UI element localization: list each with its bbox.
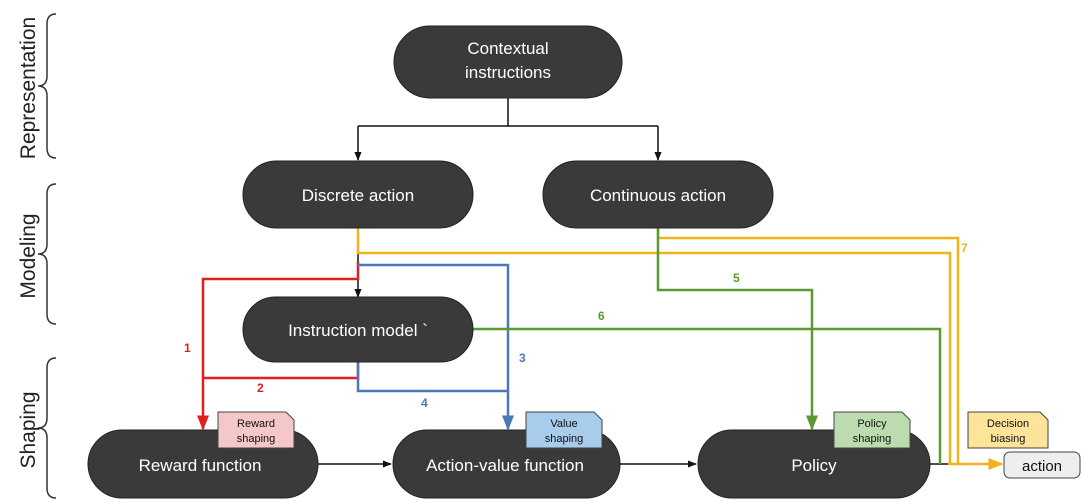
path-number-4: 4 <box>421 396 428 410</box>
path-number-1: 1 <box>184 341 191 355</box>
path-number-3: 3 <box>519 351 526 365</box>
section-label-shaping: Shaping <box>17 391 40 468</box>
path-number-7: 7 <box>961 241 968 255</box>
edge-contextual-to-split <box>358 98 658 127</box>
tag-value-shaping-line1: Value <box>550 418 577 430</box>
tag-reward-shaping: Reward shaping <box>217 411 295 449</box>
tag-reward-shaping-line2: shaping <box>237 433 276 445</box>
node-contextual-line2: instructions <box>465 63 551 82</box>
node-policy-label: Policy <box>791 456 837 475</box>
path-2 <box>203 362 360 380</box>
path-7-from-continuous <box>656 228 960 463</box>
node-continuous-action: Continuous action <box>542 160 774 229</box>
node-instruction-model: Instruction model ` <box>242 296 474 363</box>
path-4 <box>356 362 508 393</box>
path-3 <box>358 263 514 431</box>
tag-value-shaping-line2: shaping <box>545 433 584 445</box>
brace-shaping <box>37 357 57 499</box>
tag-value-shaping: Value shaping <box>525 411 603 449</box>
tag-decision-biasing-line1: Decision <box>987 418 1029 430</box>
path-5 <box>656 228 818 431</box>
brace-modeling <box>37 183 57 325</box>
path-7-from-discrete <box>356 228 952 463</box>
node-action-output: action <box>1003 451 1081 479</box>
path-number-6: 6 <box>598 309 605 323</box>
node-discrete-action: Discrete action <box>242 160 474 229</box>
path-number-2: 2 <box>257 381 264 395</box>
node-discrete-label: Discrete action <box>302 186 414 205</box>
path-1 <box>197 262 360 431</box>
tag-policy-shaping: Policy shaping <box>833 411 911 449</box>
path-number-5: 5 <box>733 271 740 285</box>
node-continuous-label: Continuous action <box>590 186 726 205</box>
path-6 <box>472 327 942 464</box>
node-contextual-line1: Contextual <box>467 39 548 58</box>
tag-decision-biasing-line2: biasing <box>991 433 1026 445</box>
tag-policy-shaping-line2: shaping <box>853 433 892 445</box>
section-label-representation: Representation <box>17 17 40 159</box>
tag-decision-biasing: Decision biasing <box>967 411 1049 449</box>
node-contextual-instructions: Contextual instructions <box>393 25 623 99</box>
tag-reward-shaping-line1: Reward <box>237 418 275 430</box>
section-braces <box>37 13 57 499</box>
node-action-value-label: Action-value function <box>426 456 584 475</box>
node-instruction-model-label: Instruction model ` <box>288 321 428 340</box>
node-action-label: action <box>1022 458 1062 475</box>
section-label-modeling: Modeling <box>17 213 40 298</box>
tag-policy-shaping-line1: Policy <box>857 418 887 430</box>
node-reward-function-label: Reward function <box>139 456 262 475</box>
brace-representation <box>37 13 57 159</box>
